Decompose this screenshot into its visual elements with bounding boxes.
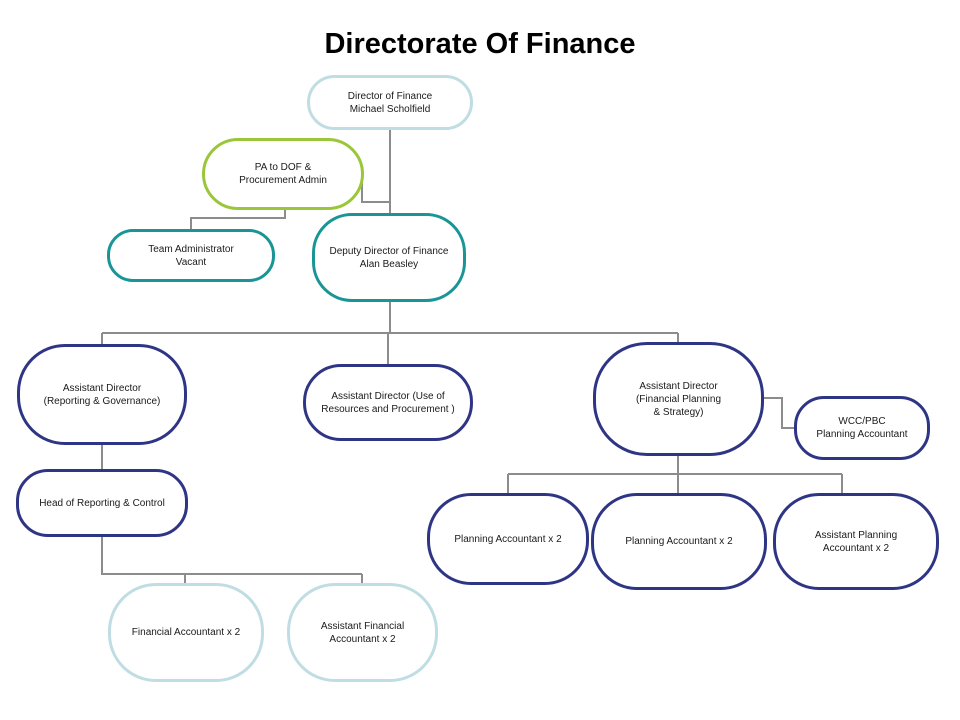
connector-ad-planning-wcc — [762, 397, 796, 429]
financial-accountant-box: Financial Accountant x 2 — [108, 583, 264, 682]
assistant-planning-accountant-box: Assistant Planning Accountant x 2 — [773, 493, 939, 590]
node-line: Head of Reporting & Control — [39, 497, 165, 509]
node-line: Assistant Director (Use of — [331, 390, 445, 402]
team-administrator-box: Team Administrator Vacant — [107, 229, 275, 282]
node-line: PA to DOF & — [254, 162, 312, 173]
assistant-director-reporting-box: Assistant Director (Reporting & Governan… — [17, 344, 187, 445]
node-line: Assistant Financial — [320, 620, 405, 632]
page-title: Directorate Of Finance — [324, 28, 636, 60]
node-line: Accountant x 2 — [329, 633, 396, 645]
node-line: Deputy Director of Finance — [329, 245, 449, 257]
node-line: Assistant Planning — [814, 529, 898, 541]
node-line: Michael Scholfield — [349, 103, 431, 115]
assistant-director-resources-box: Assistant Director (Use of Resources and… — [303, 364, 473, 441]
node-line: WCC/PBC — [838, 416, 886, 427]
head-of-reporting-box: Head of Reporting & Control — [16, 469, 188, 537]
connector-head-fin-bus — [101, 535, 362, 575]
node-line: Team Administrator — [148, 243, 234, 255]
pa-to-dof-box: PA to DOF & Procurement Admin — [202, 138, 364, 210]
planning-accountant-box-1: Planning Accountant x 2 — [427, 493, 589, 585]
connector-pa-director — [361, 175, 390, 203]
assistant-financial-accountant-box: Assistant Financial Accountant x 2 — [287, 583, 438, 682]
node-line: Resources and Procurement ) — [321, 403, 455, 415]
wcc-pbc-planning-accountant-box: WCC/PBC Planning Accountant — [794, 396, 930, 460]
node-line: Assistant Director — [62, 382, 142, 394]
node-line: Planning Accountant — [816, 429, 908, 440]
planning-accountant-box-2: Planning Accountant x 2 — [591, 493, 767, 590]
deputy-director-box: Deputy Director of Finance Alan Beasley — [312, 213, 466, 302]
director-of-finance-box: Director of Finance Michael Scholfield — [307, 75, 473, 130]
node-line: Director of Finance — [347, 90, 433, 102]
node-line: Procurement Admin — [239, 175, 327, 186]
node-line: Planning Accountant x 2 — [454, 533, 562, 545]
node-line: (Financial Planning — [635, 393, 722, 405]
node-line: Vacant — [175, 256, 207, 268]
assistant-director-planning-box: Assistant Director (Financial Planning &… — [593, 342, 764, 456]
node-line: (Reporting & Governance) — [43, 395, 161, 407]
node-line: Assistant Director — [639, 380, 718, 392]
connector-pa-team-admin — [190, 208, 286, 231]
node-line: Accountant x 2 — [822, 542, 890, 554]
node-line: Alan Beasley — [359, 258, 419, 270]
node-line: Financial Accountant x 2 — [131, 627, 241, 638]
node-line: Planning Accountant x 2 — [625, 536, 733, 547]
node-line: & Strategy) — [653, 406, 704, 418]
